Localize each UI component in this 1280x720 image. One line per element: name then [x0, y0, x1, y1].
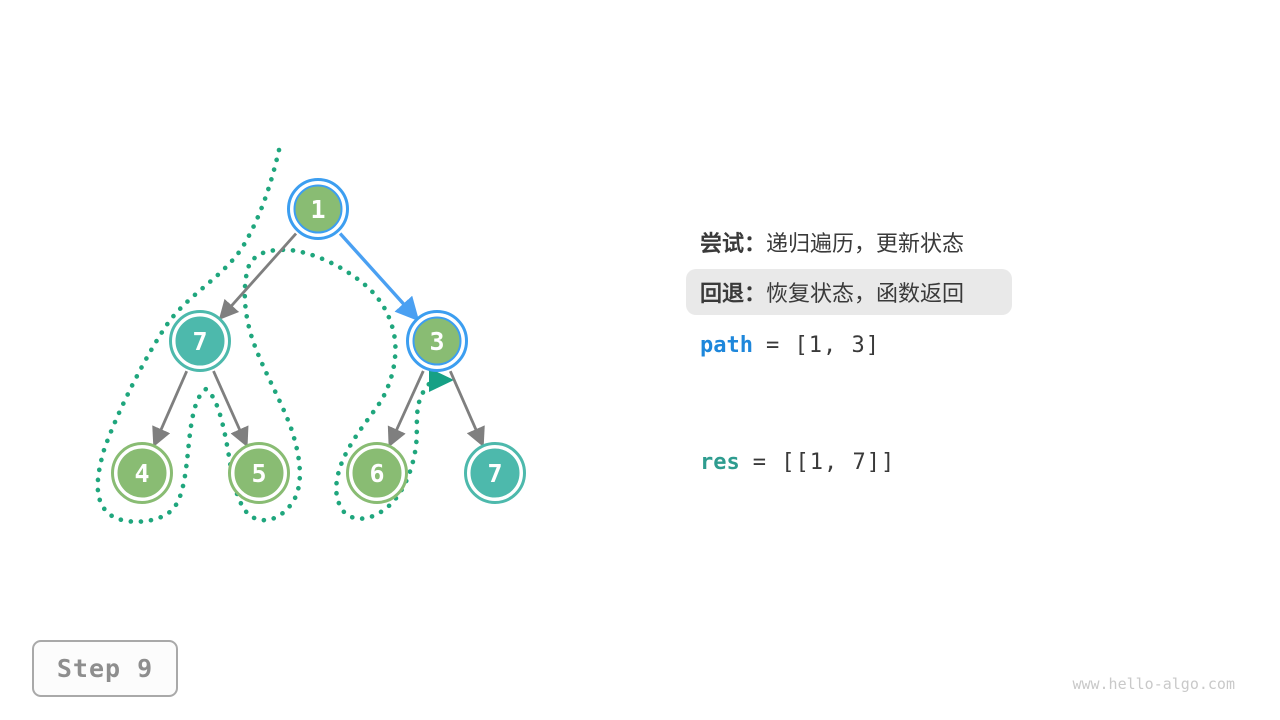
- tree-edges: [152, 232, 485, 448]
- edge-7-to-4: [152, 370, 188, 448]
- svg-text:3: 3: [429, 327, 444, 356]
- res-variable-line: res = [[1, 7]]: [700, 448, 895, 476]
- res-variable-name: res: [700, 449, 740, 475]
- edge-1-to-3-active: [338, 232, 420, 322]
- svg-text:7: 7: [192, 327, 207, 356]
- site-watermark: www.hello-algo.com: [1072, 675, 1235, 693]
- svg-text:7: 7: [487, 459, 502, 488]
- svg-text:5: 5: [251, 459, 266, 488]
- try-caption: 尝试：递归遍历，更新状态: [700, 228, 964, 256]
- tree-node-7-left: 7: [169, 310, 231, 372]
- try-caption-label: 尝试：: [700, 231, 767, 256]
- step-indicator-label: Step 9: [56, 654, 154, 683]
- edge-7-to-5: [212, 370, 249, 448]
- edge-3-to-6: [387, 370, 425, 448]
- step-indicator: Step 9: [32, 640, 178, 697]
- try-caption-text: 递归遍历，更新状态: [766, 231, 965, 256]
- svg-text:6: 6: [369, 459, 384, 488]
- svg-text:4: 4: [134, 459, 149, 488]
- tree-node-4: 4: [111, 442, 173, 504]
- svg-text:1: 1: [310, 195, 325, 224]
- path-variable-line: path = [1, 3]: [700, 331, 880, 359]
- edge-1-to-7: [218, 232, 298, 321]
- backtrack-caption-text: 恢复状态，函数返回: [766, 281, 965, 306]
- tree-node-3: 3: [406, 310, 468, 372]
- tree-diagram: 1 7 3 4 5 6 7: [95, 147, 526, 525]
- path-variable-name: path: [700, 332, 753, 358]
- tree-node-7-right: 7: [464, 442, 526, 504]
- tree-node-6: 6: [346, 442, 408, 504]
- tree-node-5: 5: [228, 442, 290, 504]
- traversal-trace-path: [95, 147, 436, 525]
- traversal-cursor-icon: [429, 368, 454, 392]
- path-variable-value: = [1, 3]: [765, 332, 880, 358]
- backtrack-caption-label: 回退：: [700, 281, 767, 306]
- backtrack-caption-highlighted: 回退：恢复状态，函数返回: [686, 269, 1012, 315]
- res-variable-value: = [[1, 7]]: [752, 449, 896, 475]
- edge-3-to-7: [449, 370, 485, 448]
- tree-node-1: 1: [287, 178, 349, 240]
